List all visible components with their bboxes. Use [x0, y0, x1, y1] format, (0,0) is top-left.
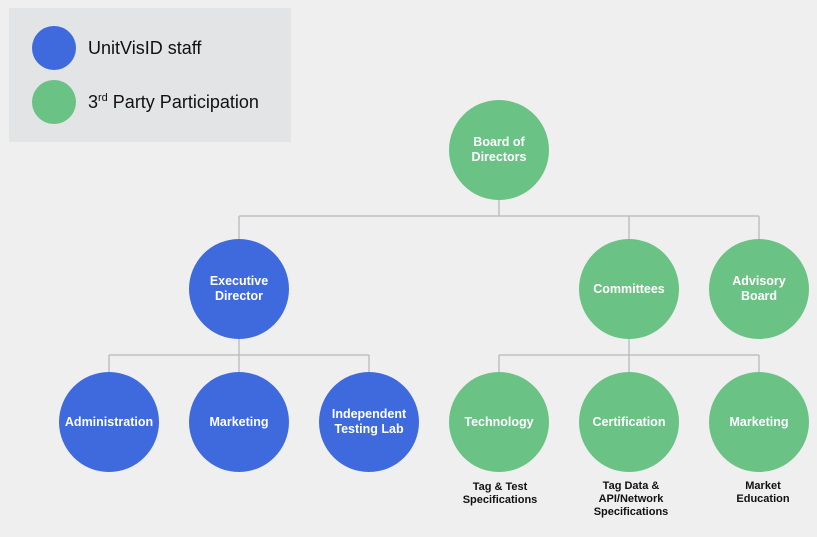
caption-marketing: Market Education	[736, 480, 790, 505]
node-marketing-staff: Marketing	[189, 372, 289, 472]
legend-third-party-label: 3rd Party Participation	[88, 91, 259, 112]
node-marketing-committee: Marketing	[709, 372, 809, 472]
node-independent-testing-lab: Independent Testing Lab	[319, 372, 419, 472]
legend-blue-dot-icon	[32, 26, 76, 70]
node-committees: Committees	[579, 239, 679, 339]
caption-certification: Tag Data & API/Network Specifications	[593, 480, 669, 518]
node-advisory-board: Advisory Board	[709, 239, 809, 339]
node-administration: Administration	[59, 372, 159, 472]
node-certification: Certification	[579, 372, 679, 472]
legend: UnitVisID staff 3rd Party Participation	[9, 8, 291, 142]
legend-green-dot-icon	[32, 80, 76, 124]
legend-item-staff: UnitVisID staff	[32, 26, 201, 70]
node-technology: Technology	[449, 372, 549, 472]
caption-technology: Tag & Test Specifications	[462, 481, 538, 506]
node-board-of-directors: Board of Directors	[449, 100, 549, 200]
node-executive-director: Executive Director	[189, 239, 289, 339]
legend-staff-label: UnitVisID staff	[88, 37, 202, 58]
legend-item-third-party: 3rd Party Participation	[32, 80, 259, 124]
